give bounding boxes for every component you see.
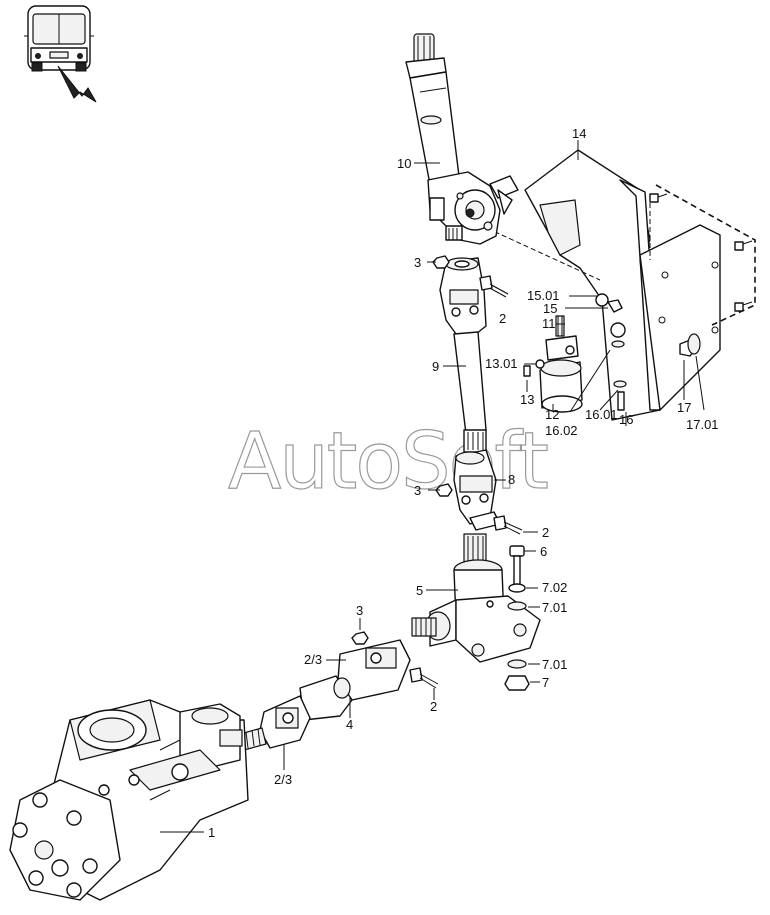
callout-7-02: 7.02 bbox=[542, 580, 567, 595]
callout-8: 8 bbox=[508, 472, 515, 487]
leader-lines bbox=[160, 140, 705, 833]
bracket-studs bbox=[649, 193, 753, 312]
callout-17-01: 17.01 bbox=[686, 417, 719, 432]
callout-2-middle: 2 bbox=[542, 525, 549, 540]
lower-shaft-joints bbox=[239, 639, 411, 751]
callout-2-lower: 2 bbox=[430, 699, 437, 714]
callout-7-01-upper: 7.01 bbox=[542, 600, 567, 615]
callout-6: 6 bbox=[540, 544, 547, 559]
angle-gearbox bbox=[411, 533, 541, 663]
mounting-bolt-set bbox=[504, 545, 530, 691]
bolt-middle bbox=[493, 515, 523, 535]
callout-15: 15 bbox=[543, 301, 557, 316]
callout-labels: 10 14 3 2 9 3 8 2 6 5 7.02 7.01 7.01 7 3… bbox=[208, 126, 719, 840]
callout-13-01: 13.01 bbox=[485, 356, 518, 371]
callout-2-3-lower: 2/3 bbox=[274, 772, 292, 787]
callout-14: 14 bbox=[572, 126, 586, 141]
callout-13: 13 bbox=[520, 392, 534, 407]
callout-10: 10 bbox=[397, 156, 411, 171]
callout-16-02: 16.02 bbox=[545, 423, 578, 438]
callout-3-middle: 3 bbox=[414, 483, 421, 498]
small-hardware bbox=[523, 293, 701, 411]
mounting-bracket bbox=[479, 149, 756, 421]
callout-16: 16 bbox=[619, 412, 633, 427]
callout-5: 5 bbox=[416, 583, 423, 598]
callout-3-lower: 3 bbox=[356, 603, 363, 618]
callout-16-01: 16.01 bbox=[585, 407, 618, 422]
bus-front-view-icon bbox=[24, 5, 97, 103]
lower-universal-joint bbox=[453, 449, 501, 531]
callout-7: 7 bbox=[542, 675, 549, 690]
callout-4: 4 bbox=[346, 717, 353, 732]
nut-joint bbox=[351, 631, 369, 645]
steering-gear-box bbox=[9, 699, 249, 901]
intermediate-shaft bbox=[439, 257, 487, 453]
callout-7-01-lower: 7.01 bbox=[542, 657, 567, 672]
callout-9: 9 bbox=[432, 359, 439, 374]
callout-17: 17 bbox=[677, 400, 691, 415]
callout-1: 1 bbox=[208, 825, 215, 840]
callout-2-upper: 2 bbox=[499, 311, 506, 326]
watermark-text: AutoSoft bbox=[228, 417, 547, 507]
callout-2-3-upper: 2/3 bbox=[304, 652, 322, 667]
bolt-joint bbox=[409, 667, 439, 689]
callout-11: 11 bbox=[542, 316, 556, 331]
bolt-upper bbox=[479, 275, 509, 298]
callout-15-01: 15.01 bbox=[527, 288, 560, 303]
callout-3-upper: 3 bbox=[414, 255, 421, 270]
steering-column bbox=[405, 33, 519, 245]
callout-12: 12 bbox=[545, 407, 559, 422]
